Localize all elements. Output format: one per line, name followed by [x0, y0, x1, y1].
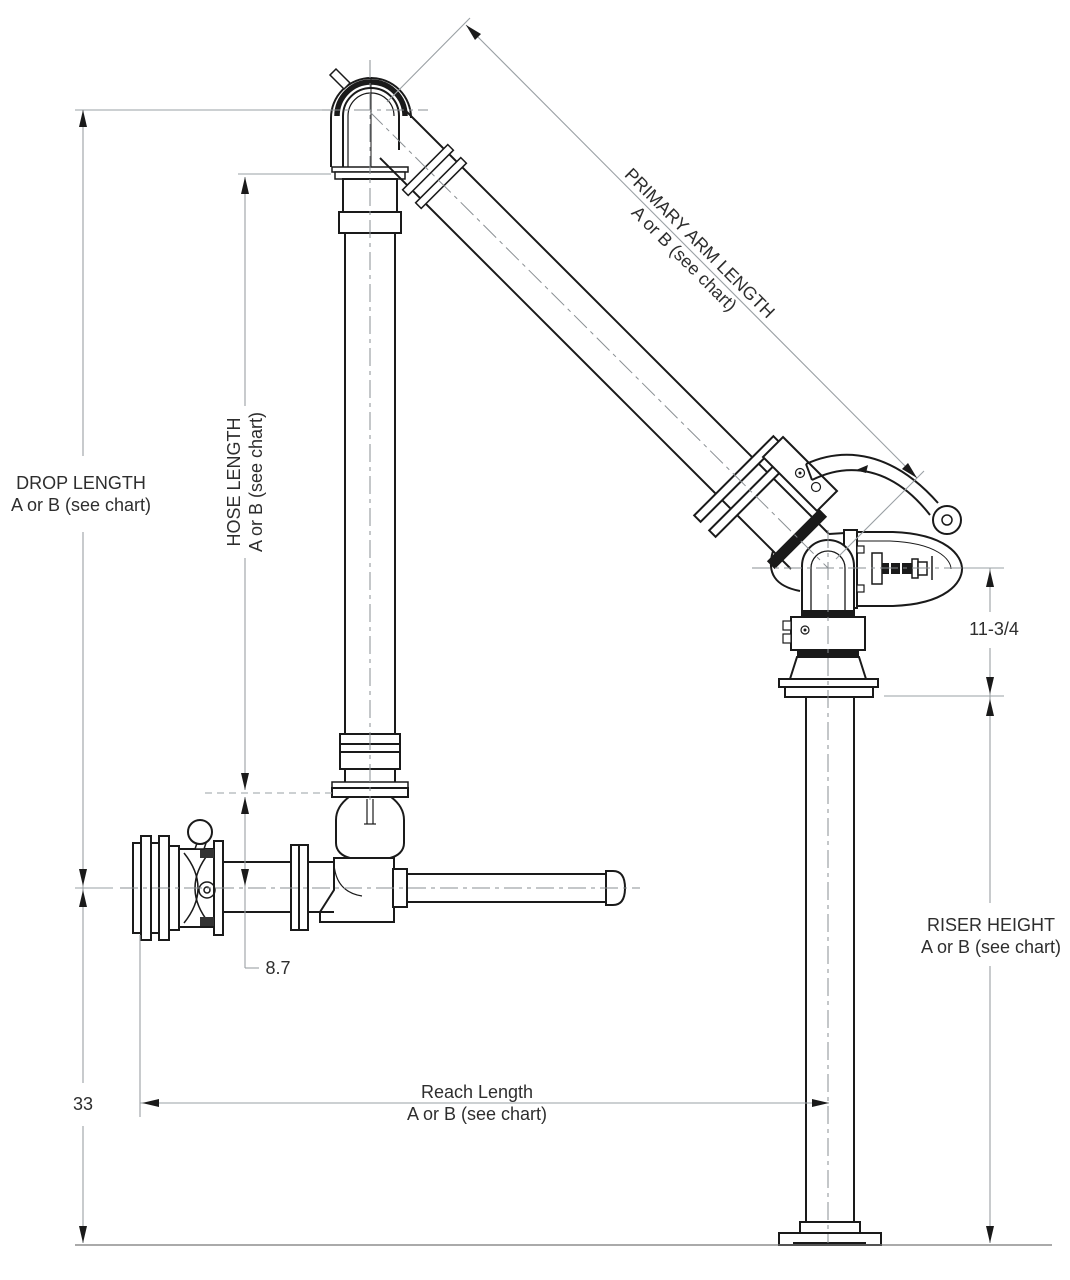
- dimension-label-hose-length: HOSE LENGTH A or B (see chart): [223, 412, 267, 552]
- dimension-value-outlet-height: 33: [72, 1094, 94, 1114]
- riser-pipe: [778, 697, 882, 1246]
- loading-arm-assembly: [132, 67, 964, 1246]
- dimension-label-drop-length: DROP LENGTH A or B (see chart): [11, 472, 151, 516]
- outlet-elbow: [319, 857, 627, 923]
- reach-length-ref: A or B (see chart): [406, 1104, 548, 1124]
- hose-length-ref: A or B (see chart): [246, 411, 266, 553]
- api-coupler: [132, 819, 224, 941]
- swivel-stop-pin: [328, 67, 352, 91]
- dimension-arrowheads: [79, 25, 994, 1243]
- dimension-label-riser-height: RISER HEIGHT A or B (see chart): [921, 914, 1061, 958]
- hose-length-title: HOSE LENGTH: [224, 417, 244, 547]
- drop-length-ref: A or B (see chart): [10, 495, 152, 515]
- primary-arm: [379, 108, 846, 592]
- spring-housing: [843, 529, 964, 609]
- dimension-lines: [75, 17, 1052, 1246]
- drop-length-title: DROP LENGTH: [16, 473, 146, 493]
- cam-lever-ball-handle: [187, 819, 213, 845]
- dimension-value-valve-drop: 8.7: [265, 958, 291, 978]
- arm-seal-band: [766, 508, 828, 570]
- riser-swivel-joint: [778, 539, 879, 698]
- arm-upper-flange: [401, 143, 455, 197]
- riser-height-title: RISER HEIGHT: [926, 915, 1055, 935]
- riser-height-ref: A or B (see chart): [920, 937, 1062, 957]
- dimension-value-swivel-offset: 11-3/4: [969, 619, 1019, 639]
- torsion-spring-arm: [805, 453, 962, 535]
- arm-lower-flange: [692, 434, 782, 524]
- centerlines: [120, 60, 962, 1243]
- dimension-label-reach-length: Reach Length A or B (see chart): [407, 1081, 547, 1125]
- breakaway-valve: [335, 796, 405, 859]
- reach-length-title: Reach Length: [420, 1082, 534, 1102]
